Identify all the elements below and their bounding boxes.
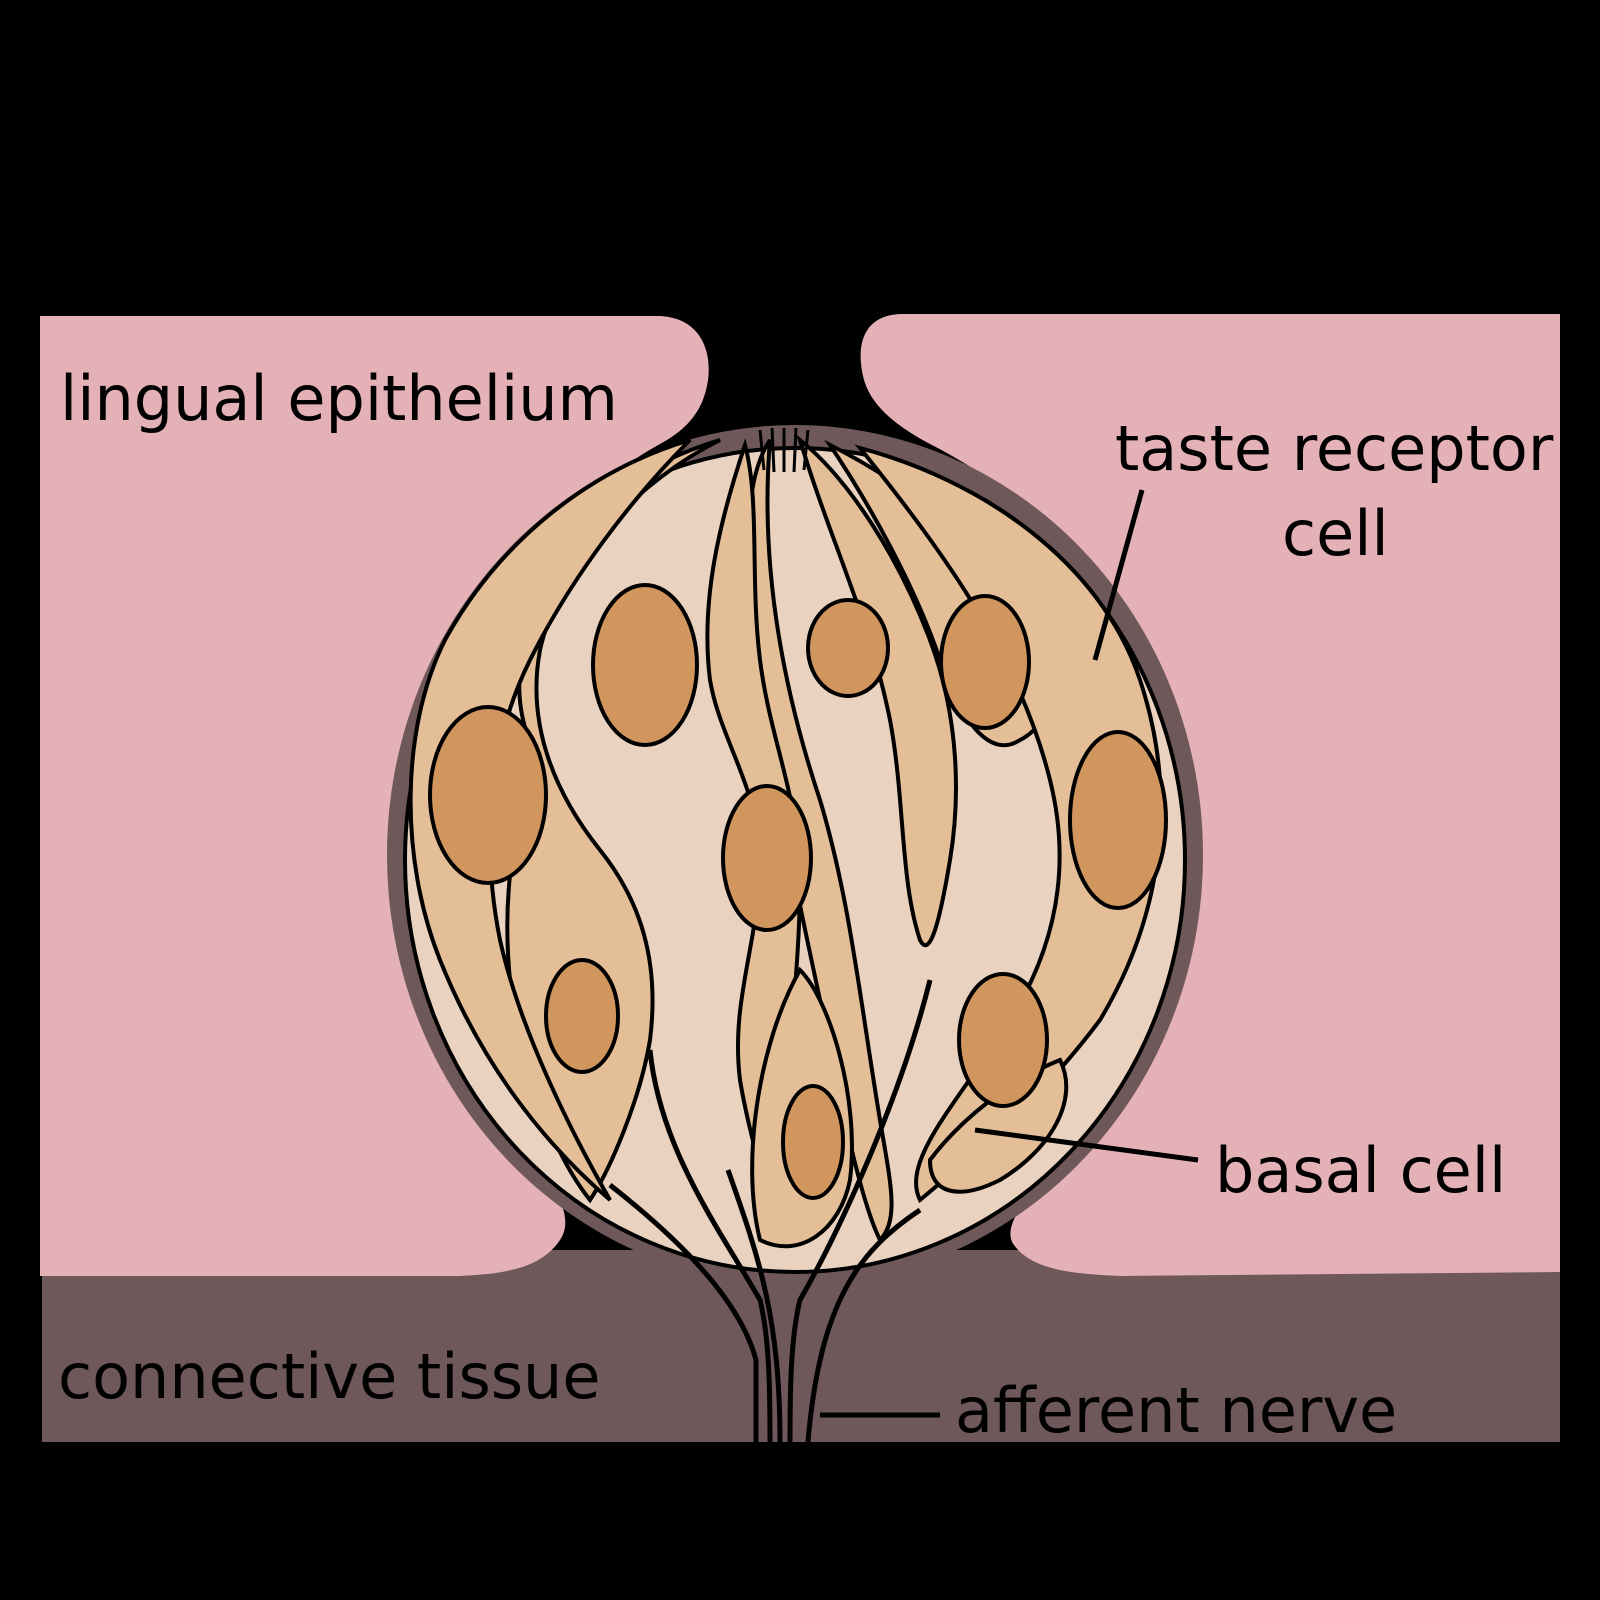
basal-cell-leader	[974, 1127, 1199, 1163]
label-taste-receptor-line2: cell	[1282, 497, 1389, 570]
afferent-nerve-fibers	[608, 979, 933, 1443]
label-basal-cell: basal cell	[1215, 1134, 1506, 1207]
nucleus	[806, 598, 890, 698]
taste-receptor-leader	[1092, 489, 1145, 661]
nucleus	[544, 958, 620, 1074]
nucleus	[721, 784, 813, 932]
nucleus	[939, 594, 1031, 730]
nucleus	[957, 972, 1049, 1108]
basal-cell	[927, 1057, 1069, 1194]
taste-receptor-cell	[854, 444, 1163, 1204]
taste-receptor-cell	[408, 438, 692, 1202]
nucleus	[428, 705, 548, 885]
nucleus	[591, 583, 699, 747]
label-lingual-epithelium: lingual epithelium	[60, 362, 618, 435]
label-afferent-nerve: afferent nerve	[955, 1374, 1397, 1447]
nucleus	[781, 1084, 845, 1200]
label-connective-tissue: connective tissue	[58, 1340, 601, 1413]
label-taste-receptor-line1: taste receptor	[1115, 412, 1554, 485]
lingual-epithelium-right	[860, 314, 1560, 1276]
taste-bud	[387, 425, 1203, 1443]
taste-pore-microvilli	[758, 427, 810, 473]
lingual-epithelium-left	[40, 316, 709, 1276]
nucleus	[1068, 730, 1168, 910]
